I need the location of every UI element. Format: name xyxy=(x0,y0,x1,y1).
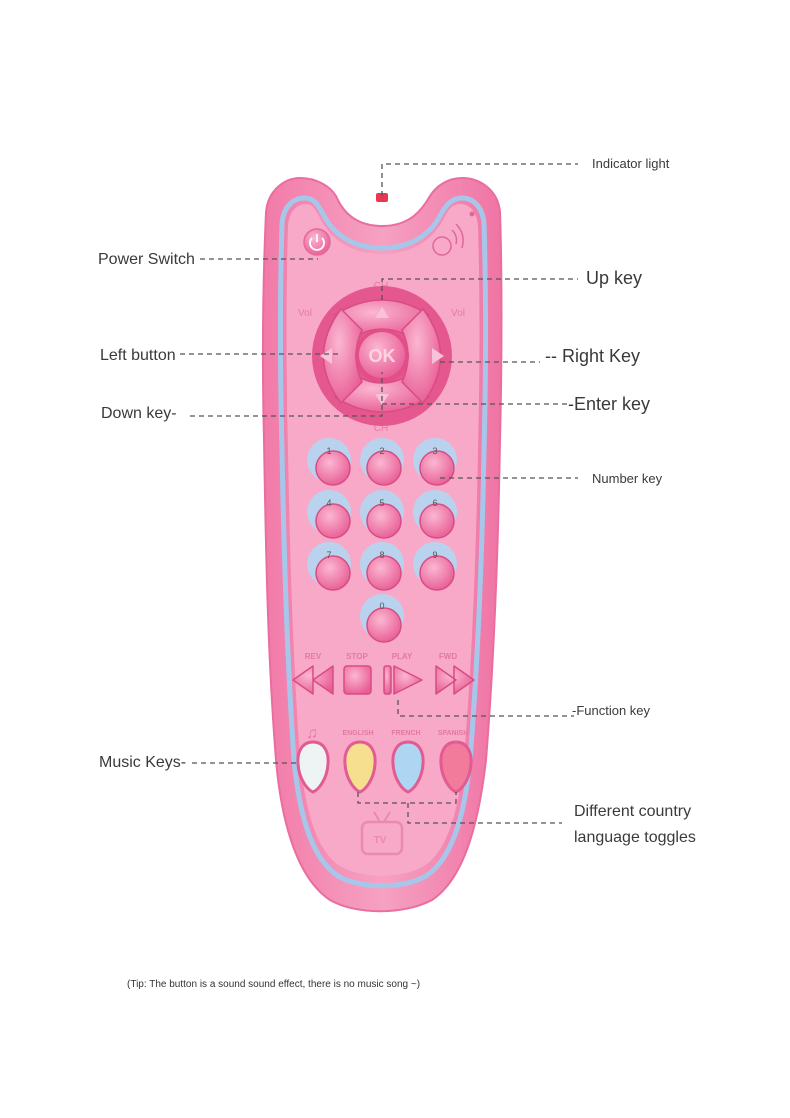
right-arrow-icon xyxy=(432,348,444,364)
tv-logo-icon: TV xyxy=(360,811,404,856)
ok-key[interactable]: OK xyxy=(355,329,409,383)
tip-note: (Tip: The button is a sound sound effect… xyxy=(127,979,421,990)
power-button[interactable] xyxy=(303,228,331,256)
pause-bar-icon xyxy=(383,665,392,695)
number-key-0[interactable]: 0 xyxy=(360,594,404,643)
music-key[interactable] xyxy=(296,740,330,794)
music-keys-label: Music Keys- xyxy=(99,754,187,771)
dpad: OK xyxy=(312,286,452,426)
number-key-label: Number key xyxy=(592,471,663,486)
leader-lines xyxy=(180,163,578,824)
music-note-icon: ♫ xyxy=(306,725,318,742)
number-label: 6 xyxy=(432,498,437,508)
number-key-8[interactable]: 8 xyxy=(360,542,404,591)
number-label: 3 xyxy=(432,446,437,456)
stop-icon xyxy=(343,665,372,695)
english-label: ENGLISH xyxy=(342,730,373,737)
vol-right-label: Vol xyxy=(451,308,465,319)
number-label: 0 xyxy=(379,601,384,611)
number-label: 8 xyxy=(379,550,384,560)
number-keypad: 1 2 3 4 5 6 7 xyxy=(307,438,457,643)
english-key[interactable] xyxy=(343,740,377,794)
number-label: 9 xyxy=(432,550,437,560)
spanish-label: SPANISH xyxy=(438,730,469,737)
up-key-label: Up key xyxy=(586,268,643,288)
number-key-4[interactable]: 4 xyxy=(307,490,351,539)
left-arrow-icon xyxy=(320,348,332,364)
play-key[interactable] xyxy=(383,665,423,695)
fwd-key[interactable] xyxy=(435,665,475,695)
number-label: 1 xyxy=(326,446,331,456)
enter-key-label: -Enter key xyxy=(568,394,651,414)
number-label: 7 xyxy=(326,550,331,560)
number-key-9[interactable]: 9 xyxy=(413,542,457,591)
language-toggles-line2: language toggles xyxy=(574,829,696,846)
indicator-light-label: Indicator light xyxy=(592,156,670,171)
stop-key[interactable] xyxy=(343,665,372,695)
play-icon xyxy=(393,665,423,695)
rewind-icon xyxy=(292,665,334,695)
play-label: PLAY xyxy=(392,652,413,661)
number-key-1[interactable]: 1 xyxy=(307,438,351,486)
rev-label: REV xyxy=(305,652,322,661)
right-key-label: -- Right Key xyxy=(545,346,641,366)
fwd-label: FWD xyxy=(439,652,457,661)
right-key[interactable] xyxy=(401,307,442,405)
number-key-7[interactable]: 7 xyxy=(307,542,351,591)
power-icon xyxy=(309,234,325,251)
down-key-label: Down key- xyxy=(101,405,177,422)
french-label: FRENCH xyxy=(391,730,420,737)
number-label: 4 xyxy=(326,498,331,508)
number-key-5[interactable]: 5 xyxy=(360,490,404,539)
tv-label: TV xyxy=(374,835,387,846)
stop-label: STOP xyxy=(346,652,368,661)
language-toggles-line1: Different country xyxy=(574,803,692,820)
vol-left-label: Vol xyxy=(298,308,312,319)
signal-bulb-icon xyxy=(432,211,475,256)
up-arrow-icon xyxy=(375,307,389,318)
indicator-light xyxy=(376,193,388,202)
ok-label: OK xyxy=(369,346,396,366)
french-key[interactable] xyxy=(391,740,425,794)
function-key-label: -Function key xyxy=(572,703,651,718)
power-switch-label: Power Switch xyxy=(98,251,195,268)
number-key-2[interactable]: 2 xyxy=(360,438,404,486)
number-label: 2 xyxy=(379,446,384,456)
number-key-3[interactable]: 3 xyxy=(413,438,457,486)
number-key-6[interactable]: 6 xyxy=(413,490,457,539)
left-button-label: Left button xyxy=(100,347,176,364)
ch-bottom-label: CH xyxy=(374,423,388,434)
left-key[interactable] xyxy=(322,307,363,405)
rev-key[interactable] xyxy=(292,665,334,695)
fast-forward-icon xyxy=(435,665,475,695)
number-label: 5 xyxy=(379,498,384,508)
